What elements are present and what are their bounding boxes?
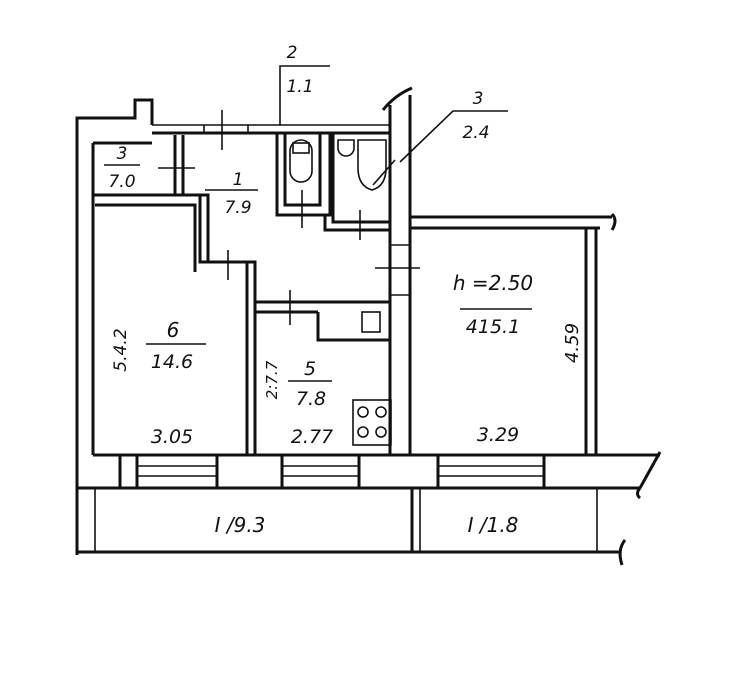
ceiling-height: h =2.50 — [453, 271, 533, 295]
living-width-dimension: 3.29 — [477, 424, 519, 446]
room-6-height-dimension: 5.4.2 — [111, 328, 131, 371]
stove-icon — [352, 399, 392, 446]
walls — [75, 65, 662, 566]
room-2-number: 2 — [287, 43, 298, 63]
hall-area: 7.9 — [224, 198, 251, 218]
kitchen-width-dimension: 2.77 — [291, 426, 333, 448]
kitchen-height-dimension: 2:7.7 — [263, 360, 281, 399]
balcony-2-label: I /1.8 — [468, 513, 519, 537]
balcony-1-label: I /9.3 — [215, 513, 266, 537]
living-height-dimension: 4.59 — [562, 323, 583, 363]
kitchen-area: 7.8 — [296, 388, 326, 410]
closet-number: 3 — [117, 144, 128, 164]
total-area: 415.1 — [466, 316, 520, 338]
closet-area: 7.0 — [108, 172, 135, 192]
room-3-number: 3 — [473, 89, 484, 109]
room-6-number: 6 — [167, 318, 180, 342]
room-2-area: 1.1 — [286, 77, 313, 97]
kitchen-number: 5 — [304, 358, 316, 380]
room-6-width-dimension: 3.05 — [151, 426, 193, 448]
hall-number: 1 — [233, 170, 244, 190]
room-6-area: 14.6 — [151, 351, 193, 373]
room-3-area: 2.4 — [462, 123, 489, 143]
